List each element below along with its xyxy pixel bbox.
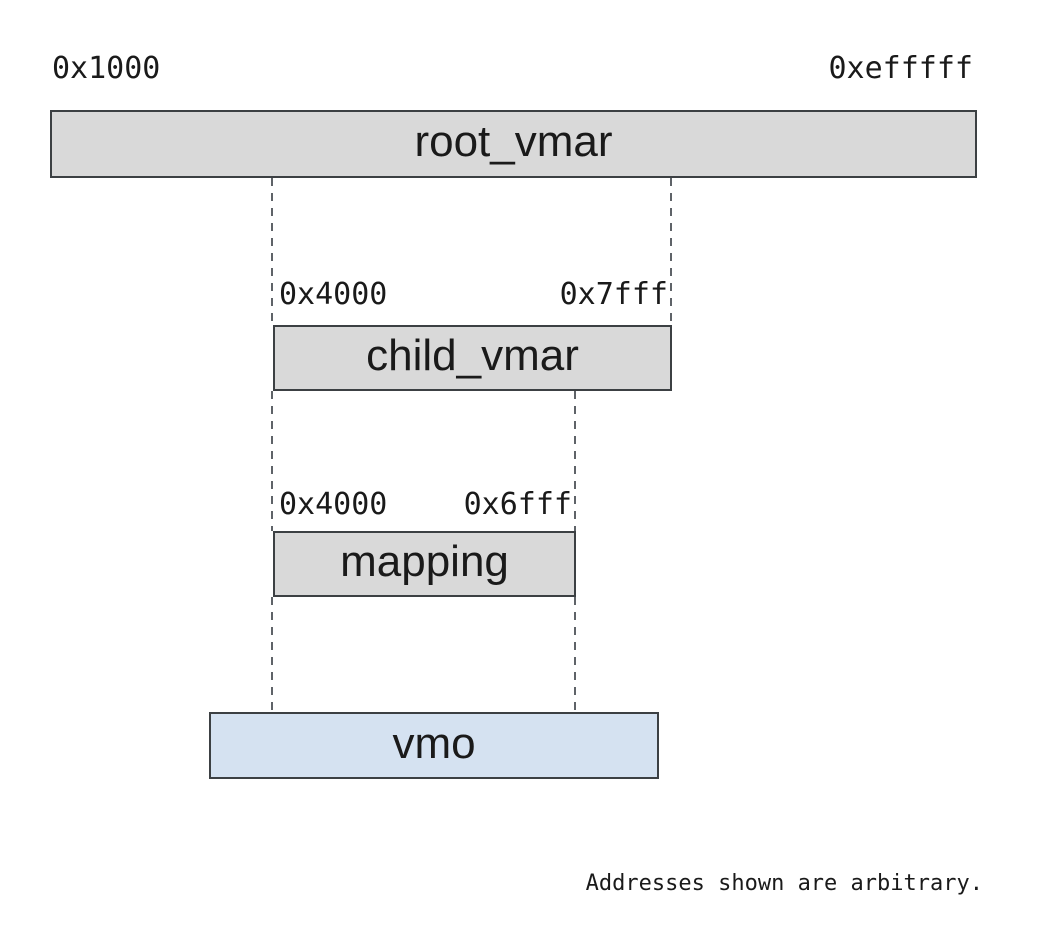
guide-line-root-to-child-right <box>670 178 672 325</box>
mapping-start-address: 0x4000 <box>279 487 388 522</box>
mapping-box: mapping <box>273 531 576 597</box>
guide-line-root-to-child-left <box>271 178 273 325</box>
child-vmar-start-address: 0x4000 <box>279 277 388 312</box>
diagram-caption: Addresses shown are arbitrary. <box>585 871 983 896</box>
root-vmar-end-address: 0xefffff <box>828 51 974 86</box>
child-vmar-end-address: 0x7fff <box>559 277 668 312</box>
child-vmar-box: child_vmar <box>273 325 672 391</box>
mapping-label: mapping <box>340 537 509 586</box>
guide-line-mapping-to-vmo-right <box>574 597 576 713</box>
guide-line-child-to-mapping-left <box>271 391 273 531</box>
vmo-label: vmo <box>392 718 476 768</box>
child-vmar-label: child_vmar <box>366 331 579 380</box>
guide-line-child-to-mapping-right <box>574 391 576 531</box>
vmo-box: vmo <box>209 712 659 779</box>
guide-line-mapping-to-vmo-left <box>271 597 273 713</box>
mapping-end-address: 0x6fff <box>463 487 572 522</box>
root-vmar-start-address: 0x1000 <box>52 51 161 86</box>
root-vmar-box: root_vmar <box>50 110 977 178</box>
root-vmar-label: root_vmar <box>414 117 613 166</box>
